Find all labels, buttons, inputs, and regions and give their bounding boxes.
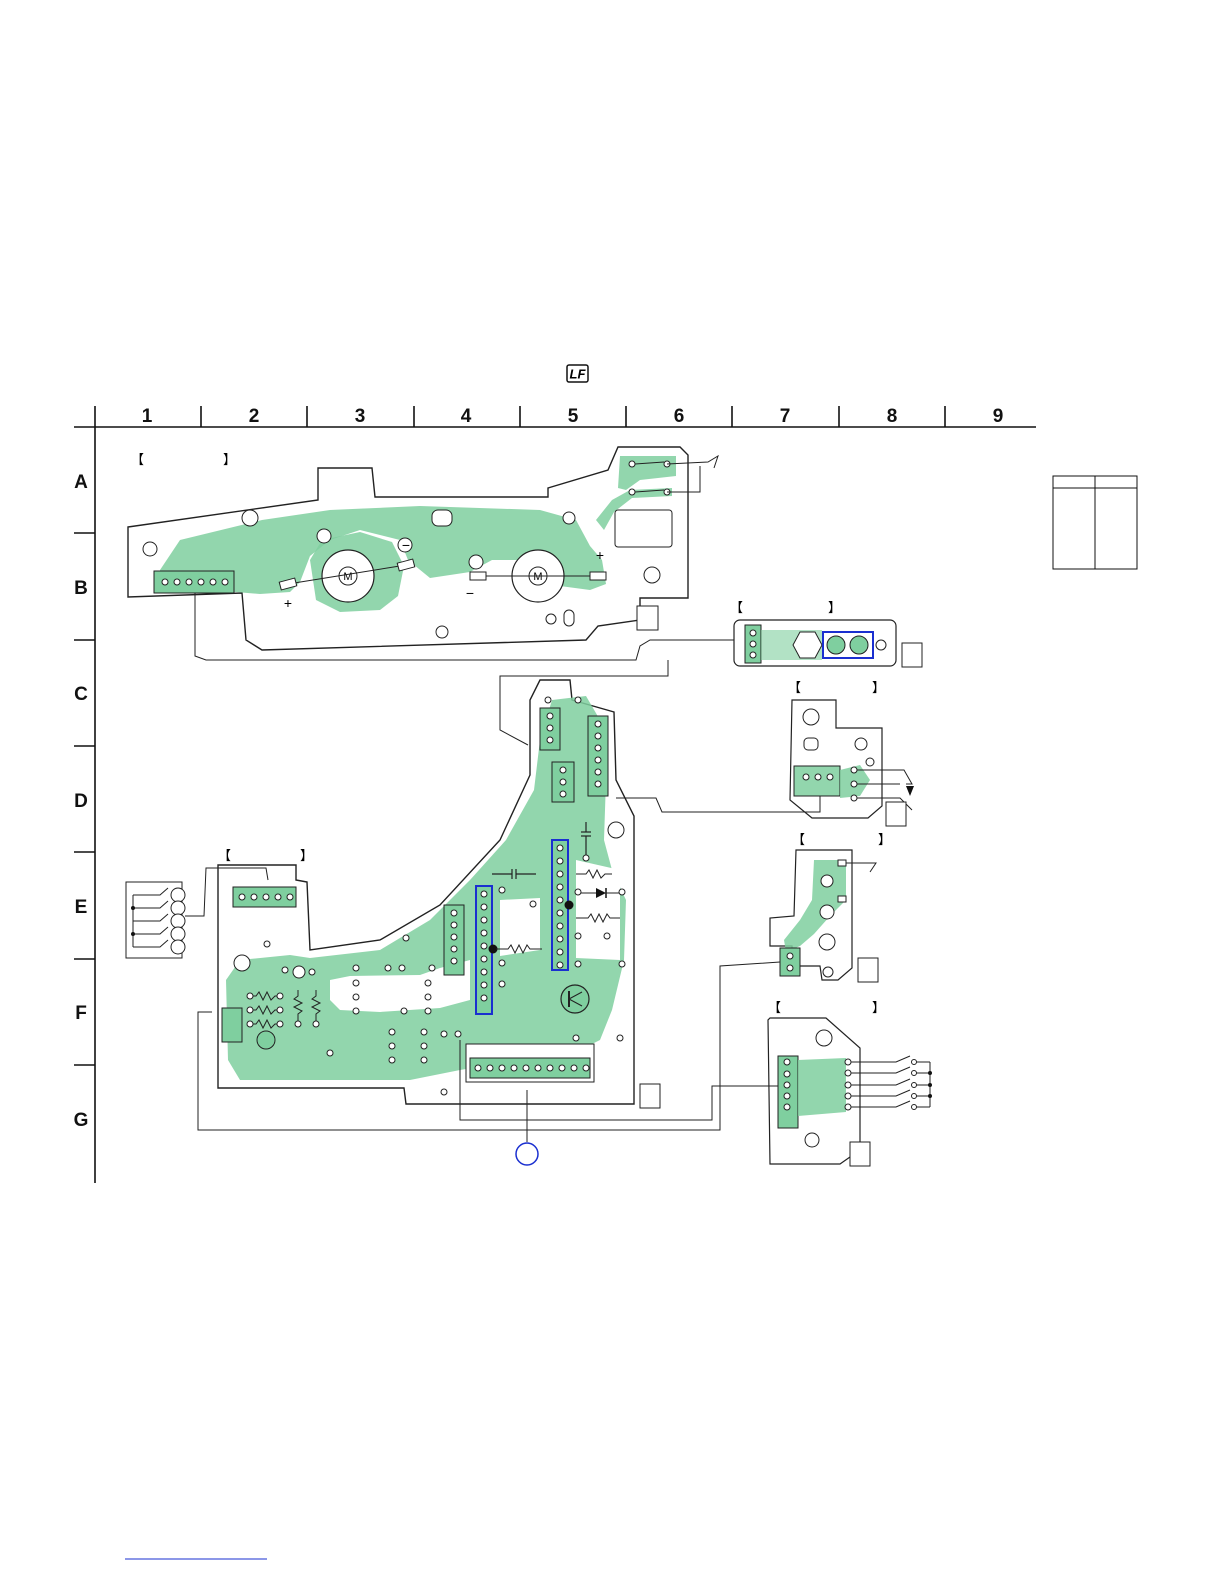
board-ref-box bbox=[886, 802, 906, 826]
column-labels: 1 2 3 4 5 6 7 8 9 bbox=[142, 406, 1004, 427]
motor-icon: M bbox=[322, 550, 374, 602]
column-label: 7 bbox=[780, 406, 791, 427]
bracket-mark: 【 bbox=[730, 600, 743, 615]
column-label: 2 bbox=[249, 406, 260, 427]
board-ref-box bbox=[850, 1142, 870, 1166]
connector-icon bbox=[588, 716, 608, 796]
logo-icon: LF bbox=[567, 365, 588, 382]
motor-label: M bbox=[343, 571, 352, 583]
connector-icon bbox=[444, 905, 464, 975]
column-label: 4 bbox=[461, 406, 472, 427]
board-ref-box bbox=[640, 1084, 660, 1108]
board-ref-box bbox=[637, 606, 658, 630]
mounting-hole bbox=[234, 955, 250, 971]
column-label: 1 bbox=[142, 406, 153, 427]
led-icon bbox=[293, 966, 305, 978]
test-point-marker bbox=[516, 1143, 538, 1165]
bracket-mark: 【 bbox=[131, 452, 144, 467]
row-labels: A B C D E F G bbox=[74, 472, 89, 1131]
bracket-mark: 】 bbox=[872, 680, 885, 695]
mounting-hole bbox=[608, 822, 624, 838]
motor-board: M M bbox=[128, 447, 718, 650]
row-label: F bbox=[75, 1003, 87, 1024]
copper-trace bbox=[576, 860, 620, 960]
bracket-mark: 【 bbox=[788, 680, 801, 695]
row-label: A bbox=[74, 472, 88, 493]
right-board-switches: 【 】 bbox=[768, 1000, 932, 1166]
row-label: C bbox=[74, 684, 88, 705]
row-label: G bbox=[74, 1110, 89, 1131]
main-board: 【 】 bbox=[218, 660, 668, 1165]
minus-sign: − bbox=[466, 585, 474, 601]
legend-table bbox=[1053, 476, 1137, 569]
column-label: 9 bbox=[993, 406, 1004, 427]
right-board-e: 【 】 bbox=[770, 832, 891, 982]
column-label: 6 bbox=[674, 406, 685, 427]
sensor-board: 【 】 bbox=[730, 600, 922, 667]
connector-icon bbox=[466, 1044, 594, 1082]
transistor-icon bbox=[257, 1031, 275, 1049]
connector-icon bbox=[154, 571, 234, 593]
plus-sign: + bbox=[284, 595, 292, 611]
board-ref-box bbox=[858, 958, 878, 982]
bracket-mark: 【 bbox=[792, 832, 805, 847]
transistor-icon bbox=[850, 636, 868, 654]
right-board-d: 【 】 bbox=[788, 680, 914, 826]
connector-icon bbox=[222, 1008, 242, 1042]
logo-text: LF bbox=[570, 367, 587, 382]
column-label: 5 bbox=[568, 406, 579, 427]
column-label: 3 bbox=[355, 406, 366, 427]
connector-icon bbox=[552, 762, 574, 802]
connector-icon bbox=[540, 708, 560, 750]
connector-icon bbox=[233, 887, 296, 907]
switch-icon bbox=[851, 1056, 930, 1107]
bracket-mark: 】 bbox=[878, 832, 891, 847]
minus-sign: − bbox=[402, 537, 410, 553]
column-label: 8 bbox=[887, 406, 898, 427]
board-ref-box bbox=[902, 643, 922, 667]
bracket-mark: 【 bbox=[218, 848, 231, 863]
plus-sign: + bbox=[596, 547, 604, 563]
transistor-icon bbox=[561, 985, 589, 1013]
bracket-mark: 【 bbox=[768, 1000, 781, 1015]
row-label: B bbox=[74, 578, 88, 599]
bracket-mark: 】 bbox=[300, 848, 313, 863]
row-label: D bbox=[74, 791, 88, 812]
wire bbox=[616, 796, 820, 812]
diode-icon bbox=[906, 786, 914, 796]
motor-label: M bbox=[533, 571, 542, 583]
bracket-mark: 】 bbox=[828, 600, 841, 615]
bracket-mark: 】 bbox=[872, 1000, 885, 1015]
row-label: E bbox=[75, 897, 88, 918]
led-icon bbox=[827, 636, 845, 654]
bracket-mark: 】 bbox=[223, 452, 236, 467]
